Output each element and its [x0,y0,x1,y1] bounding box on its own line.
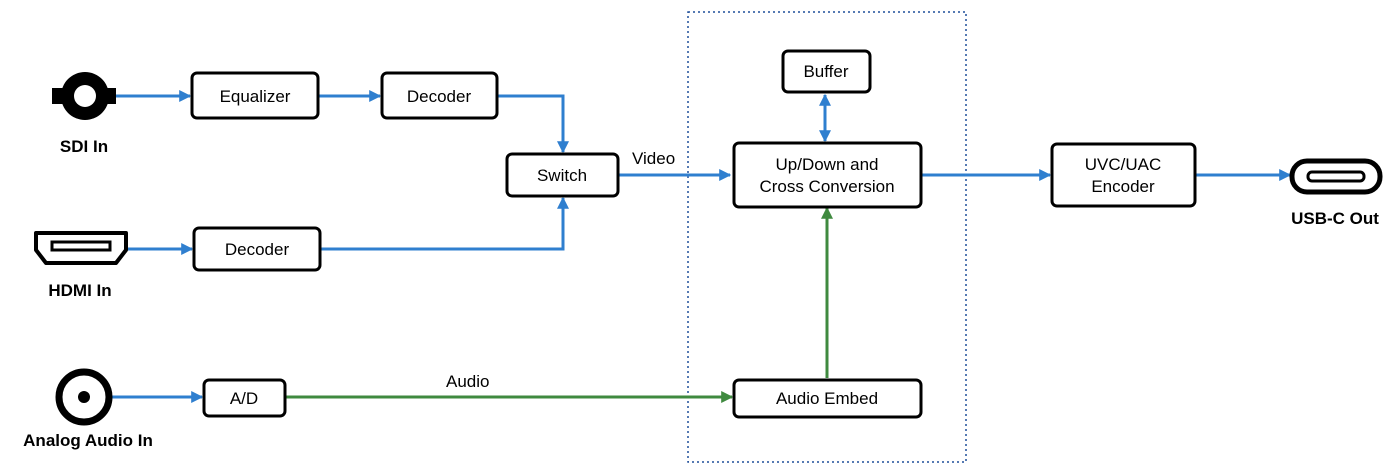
hdmi-port-icon [34,231,128,265]
switch-label: Switch [537,166,587,185]
video-signal-label: Video [632,149,675,168]
buffer-block: Buffer [781,49,872,94]
conversion-label-line2: Cross Conversion [759,177,894,196]
encoder-label-line2: Encoder [1091,177,1155,196]
rca-jack-icon [55,368,113,426]
equalizer-label: Equalizer [220,87,291,106]
equalizer-block: Equalizer [190,71,320,120]
usb-c-port-icon [1289,158,1383,195]
hdmi-in-label: HDMI In [48,281,111,300]
usb-c-out-label: USB-C Out [1291,209,1379,228]
audio-embed-block: Audio Embed [732,378,923,419]
audio-embed-label: Audio Embed [776,389,878,408]
sdi-decoder-label: Decoder [407,87,472,106]
audio-signal-label: Audio [446,372,489,391]
audio-wires [285,206,833,403]
ad-label: A/D [230,389,258,408]
switch-block: Switch [505,152,620,198]
bnc-connector-icon [52,72,116,120]
conversion-label-line1: Up/Down and [775,155,878,174]
video-wires [112,90,1292,403]
processing-frame [687,11,967,463]
sdi-decoder-block: Decoder [380,71,499,120]
hdmi-decoder-block: Decoder [192,226,322,272]
sdi-in-label: SDI In [60,137,108,156]
hdmi-decoder-label: Decoder [225,240,290,259]
ad-block: A/D [202,378,287,418]
conversion-block: Up/Down and Cross Conversion [732,141,923,209]
wire-decoder-switch-hdmi [320,196,569,251]
wire-decoder-switch [497,94,569,154]
encoder-block: UVC/UAC Encoder [1050,142,1197,208]
encoder-label-line1: UVC/UAC [1085,155,1162,174]
analog-audio-in-label: Analog Audio In [23,431,153,450]
buffer-label: Buffer [803,62,848,81]
